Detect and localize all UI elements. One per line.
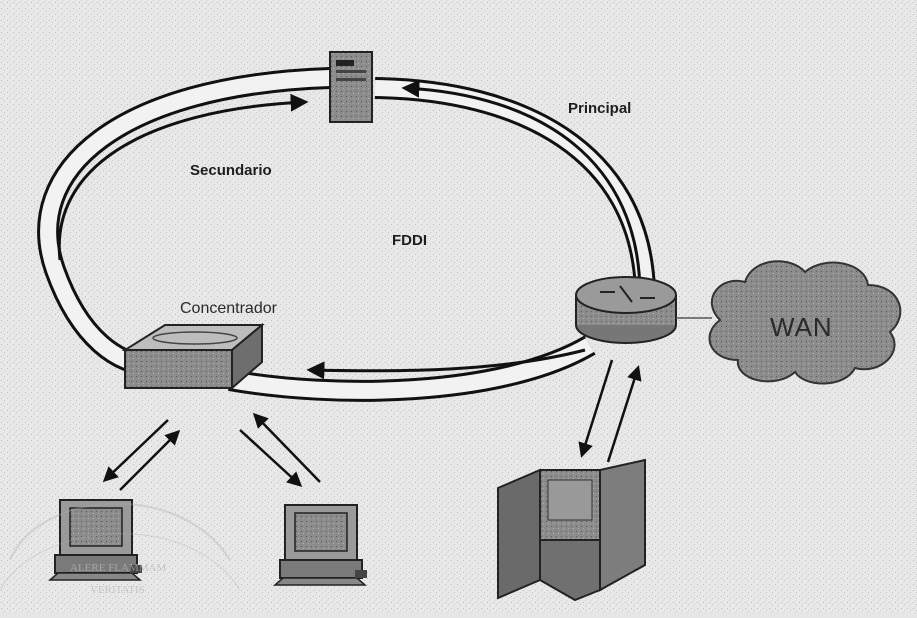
router-icon: [576, 277, 676, 343]
primary-ring-label: Principal: [568, 100, 631, 117]
concentrator-label: Concentrador: [180, 300, 277, 318]
computer-icon: [275, 505, 367, 585]
watermark-line-1: ALERE FLAMMAM: [70, 562, 166, 574]
watermark-line-2: VERITATIS: [90, 584, 145, 596]
watermark: ALERE FLAMMAM VERITATIS: [0, 510, 240, 610]
server-tower-icon: [330, 52, 372, 122]
wan-label: WAN: [770, 312, 833, 343]
ring-label: FDDI: [392, 232, 427, 249]
secondary-ring-label: Secundario: [190, 162, 272, 179]
